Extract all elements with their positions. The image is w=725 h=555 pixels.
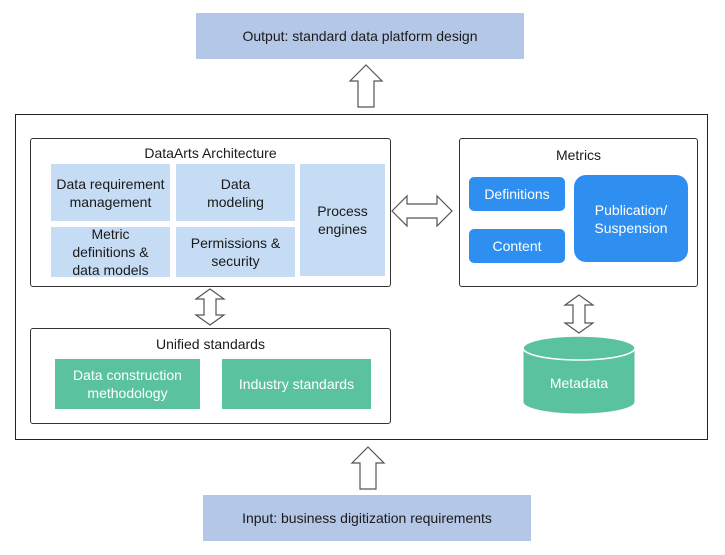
data-modeling-cell: Data modeling — [176, 164, 295, 221]
dataarts-title: DataArts Architecture — [144, 145, 277, 161]
metric-definitions-cell: Metric definitions & data models — [51, 226, 170, 278]
metrics-title: Metrics — [555, 147, 602, 163]
double-arrow-vertical-right-icon — [563, 294, 595, 334]
up-arrow-input-icon — [350, 446, 386, 490]
data-construction-cell: Data construction methodology — [55, 359, 200, 409]
content-cell: Content — [469, 229, 565, 263]
input-box: Input: business digitization requirement… — [203, 495, 531, 541]
data-modeling-label: Data modeling — [207, 175, 264, 210]
double-arrow-vertical-left-icon — [194, 288, 226, 326]
data-requirement-cell: Data requirement management — [51, 164, 170, 221]
input-label: Input: business digitization requirement… — [242, 510, 492, 526]
output-box: Output: standard data platform design — [196, 13, 524, 59]
metadata-cylinder-icon — [522, 335, 636, 415]
content-label: Content — [492, 238, 542, 254]
metric-definitions-label: Metric definitions & data models — [72, 226, 149, 278]
publication-suspension-cell: Publication/ Suspension — [574, 175, 688, 262]
industry-standards-label: Industry standards — [238, 376, 355, 392]
permissions-cell: Permissions & security — [176, 227, 295, 277]
unified-standards-title: Unified standards — [156, 336, 265, 352]
data-requirement-label: Data requirement management — [56, 175, 165, 210]
double-arrow-horizontal-icon — [391, 194, 453, 228]
industry-standards-cell: Industry standards — [222, 359, 371, 409]
permissions-label: Permissions & security — [190, 235, 281, 269]
output-label: Output: standard data platform design — [242, 28, 478, 44]
process-engines-cell: Process engines — [300, 164, 385, 276]
metadata-label: Metadata — [549, 375, 609, 391]
data-construction-label: Data construction methodology — [73, 367, 182, 401]
up-arrow-output-icon — [348, 64, 384, 108]
publication-suspension-label: Publication/ Suspension — [594, 201, 668, 236]
definitions-cell: Definitions — [469, 177, 565, 211]
process-engines-label: Process engines — [317, 203, 368, 237]
definitions-label: Definitions — [484, 186, 550, 202]
